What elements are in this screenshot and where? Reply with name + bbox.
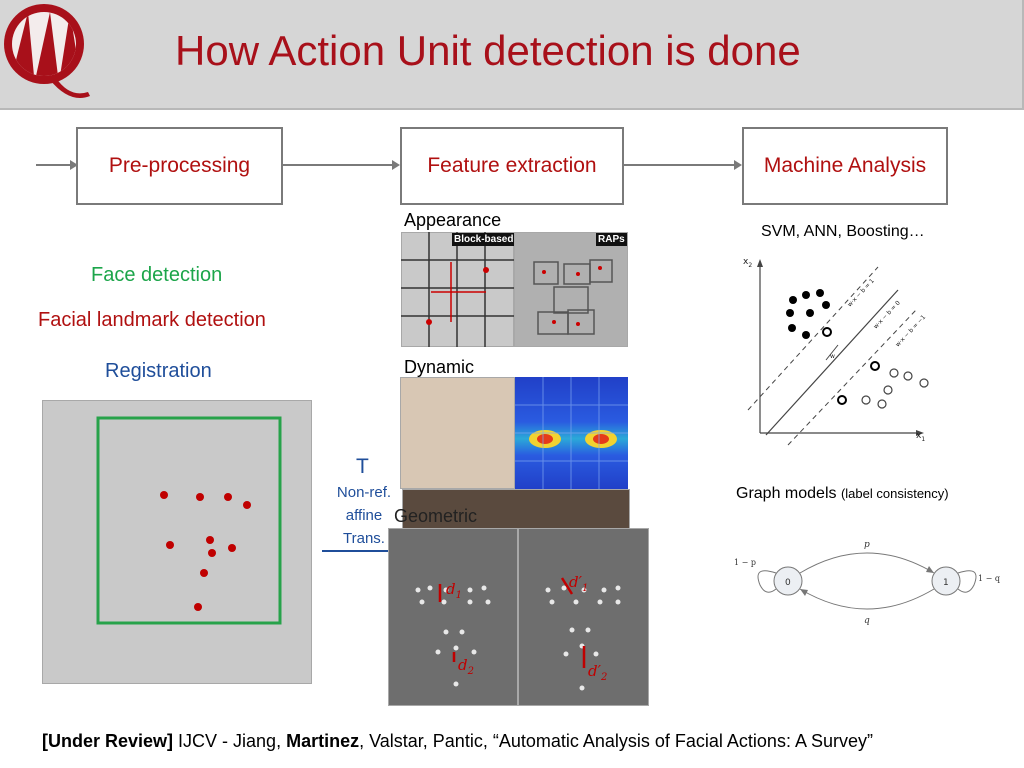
- slide-title: How Action Unit detection is done: [175, 30, 801, 72]
- graph-model-diagram: 0 1 p q 1 − p 1 − q: [730, 535, 1010, 630]
- heatmap-overlay: [515, 377, 628, 489]
- graph-self1-label: 1 − q: [978, 574, 1000, 583]
- graph-node-1: 1: [943, 578, 949, 588]
- graph-node-0: 0: [785, 578, 791, 588]
- svm-line-bot: w·x − b = −1: [894, 314, 927, 349]
- preprocessing-box: Pre-processing: [76, 127, 283, 205]
- d1-prime-label: d′1: [569, 573, 588, 594]
- face-detection-label: Face detection: [91, 265, 222, 285]
- registration-label: Registration: [105, 361, 212, 381]
- machine-analysis-box: Machine Analysis: [742, 127, 948, 205]
- geometric-label: Geometric: [394, 507, 477, 525]
- appearance-label: Appearance: [404, 211, 501, 229]
- graph-self0-label: 1 − p: [734, 558, 756, 567]
- face-detection-overlay: [42, 400, 312, 684]
- svm-w-label: w: [830, 353, 835, 360]
- d2-prime-label: d′2: [588, 662, 607, 683]
- graph-p-label: p: [864, 540, 870, 550]
- dynamic-label: Dynamic: [404, 358, 474, 376]
- graph-q-label: q: [864, 616, 870, 626]
- methods-label: SVM, ANN, Boosting…: [761, 223, 925, 241]
- transform-symbol: T: [356, 455, 369, 479]
- svm-line-top: w·x − b = 1: [846, 277, 876, 308]
- feature-extraction-box: Feature extraction: [400, 127, 624, 205]
- reference-citation: [Under Review] IJCV - Jiang, Martinez, V…: [42, 732, 873, 750]
- landmark-detection-label: Facial landmark detection: [38, 310, 266, 330]
- svm-line-mid: w·x − b = 0: [872, 299, 902, 330]
- raps-tag: RAPs: [596, 233, 627, 246]
- raps-overlay: [514, 232, 628, 347]
- block-grid-overlay: [401, 232, 514, 347]
- svm-x2-axis-label: x2: [743, 257, 752, 269]
- block-based-tag: Block-based: [452, 233, 515, 246]
- dynamic-face-image: [400, 377, 515, 489]
- d2-label: d2: [458, 656, 474, 677]
- d1-label: d1: [446, 580, 462, 601]
- landmark-points: [160, 491, 251, 611]
- geometric-landmarks-overlay: [388, 528, 649, 706]
- graph-models-label: Graph models (label consistency): [736, 485, 949, 503]
- logo-icon: [0, 0, 92, 106]
- svm-x1-axis-label: x1: [916, 431, 925, 443]
- svm-diagram: w·x − b = 1 w·x − b = 0 w·x − b = −1 w: [738, 255, 938, 450]
